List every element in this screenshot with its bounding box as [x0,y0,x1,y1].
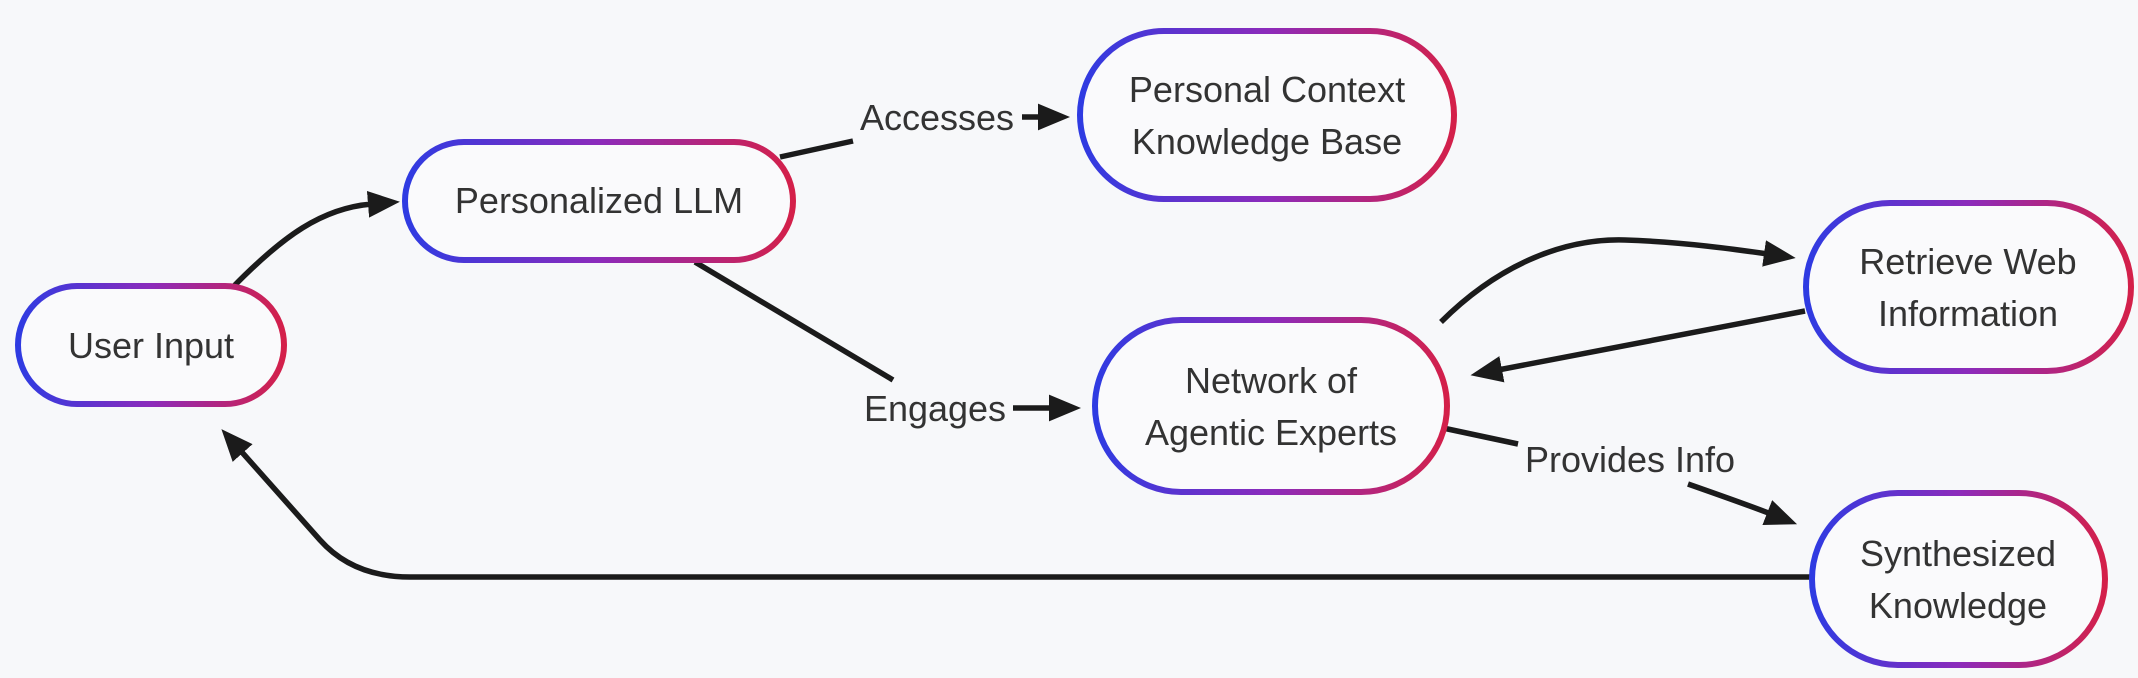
node-retrieve-web-information-label-line1: Retrieve Web [1859,241,2076,282]
node-synthesized-knowledge: Synthesized Knowledge [1809,490,2108,668]
edge-synthesized-to-user-input [221,429,1812,580]
edge-network-to-provides-info-label [1442,425,1519,447]
node-personal-context-knowledge-base-label-line1: Personal Context [1129,69,1405,110]
node-retrieve-web-information: Retrieve Web Information [1803,200,2134,374]
node-network-of-agentic-experts: Network of Agentic Experts [1092,317,1450,495]
node-personalized-llm-label: Personalized LLM [455,180,743,221]
node-user-input-label: User Input [68,325,234,366]
node-user-input: User Input [15,283,287,407]
edge-labels-layer: Accesses Engages Provides Info [860,97,1735,480]
node-personalized-llm-shape [402,139,796,263]
node-network-of-agentic-experts-shape [1092,317,1450,495]
node-retrieve-web-information-shape [1803,200,2134,374]
node-synthesized-knowledge-label-line2: Knowledge [1869,585,2047,626]
node-personal-context-knowledge-base-label-line2: Knowledge Base [1132,121,1402,162]
edge-retrieve-web-to-network [1470,308,1806,383]
node-network-of-agentic-experts-label-line2: Agentic Experts [1145,412,1397,453]
edges-layer [221,103,1812,580]
node-retrieve-web-information-label-line2: Information [1878,293,2058,334]
edge-personalized-llm-to-engages-label [693,259,895,383]
node-synthesized-knowledge-label-line1: Synthesized [1860,533,2056,574]
node-personal-context-knowledge-base: Personal Context Knowledge Base [1077,28,1457,202]
edge-personalized-llm-to-accesses-label [779,138,854,160]
node-user-input-shape [15,283,287,407]
edge-label-provides-info: Provides Info [1525,439,1735,480]
node-personal-context-knowledge-base-shape [1077,28,1457,202]
node-personalized-llm: Personalized LLM [402,139,796,263]
node-network-of-agentic-experts-label-line1: Network of [1185,360,1358,401]
edge-label-engages: Engages [864,388,1006,429]
edge-user-input-to-personalized-llm [231,191,400,289]
edge-provides-info-label-to-synthesized [1687,481,1798,525]
edge-label-accesses: Accesses [860,97,1014,138]
node-synthesized-knowledge-shape [1809,490,2108,668]
edge-network-to-retrieve-web [1439,237,1796,324]
